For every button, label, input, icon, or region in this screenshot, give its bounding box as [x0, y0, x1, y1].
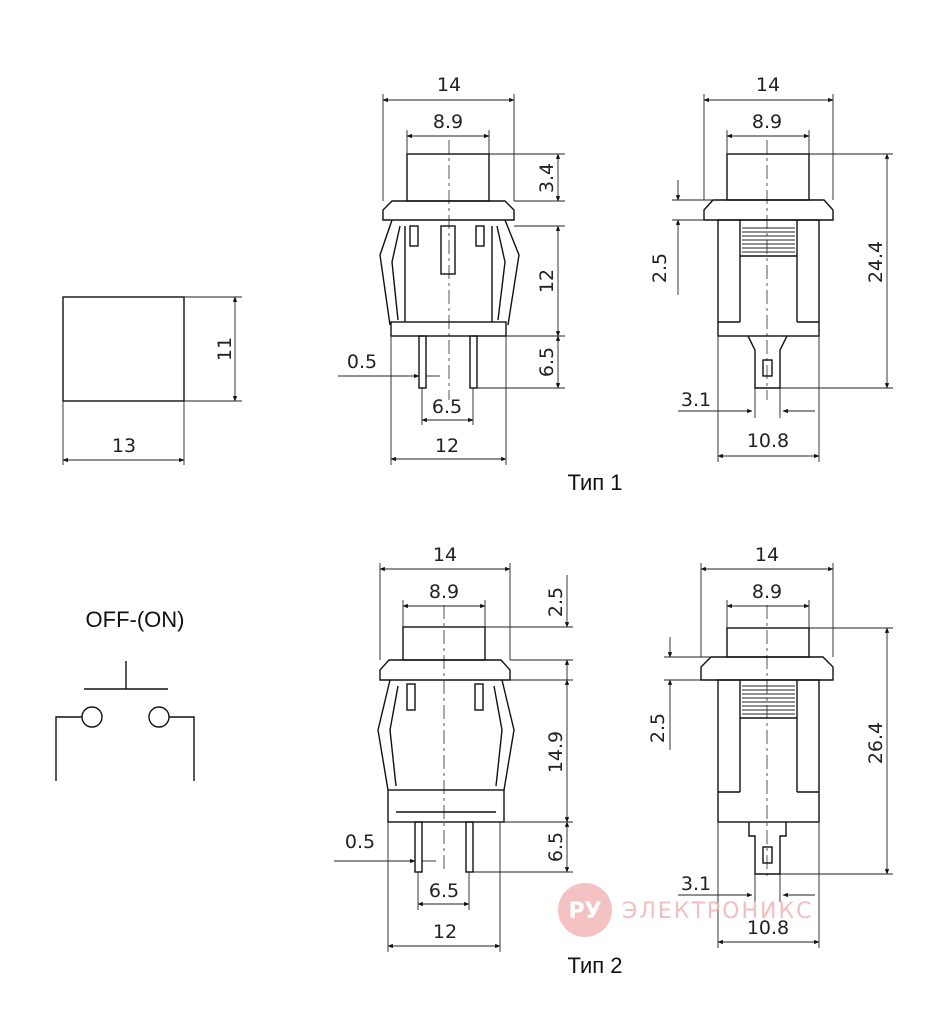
type1-title: Тип 1 [567, 470, 622, 495]
t1-side-flange-gap: 2.5 [649, 253, 671, 283]
t1-side-total-height: 24.4 [865, 241, 887, 283]
t1-side-total-width: 14 [756, 74, 780, 96]
top-view-height-label: 11 [214, 337, 236, 361]
type2-title: Тип 2 [567, 953, 622, 978]
top-view: 11 13 [62, 296, 242, 465]
watermark-text: ЭЛЕКТРОНИКС [622, 899, 813, 924]
switch-schematic: OFF-(ON) [55, 607, 195, 781]
type2-front-view: 14 8.9 2.5 14.9 6.5 0.5 6.5 12 [334, 544, 573, 952]
t1-front-button-width: 8.9 [433, 111, 463, 133]
t2-side-total-height: 26.4 [865, 722, 887, 764]
type1-front-view: 14 8.9 3.4 12 6.5 0.5 6.5 12 [338, 74, 565, 465]
t2-side-flange-gap: 2.5 [647, 713, 669, 743]
t2-front-total-width: 14 [433, 544, 457, 566]
t1-side-button-width: 8.9 [752, 111, 782, 133]
watermark-logo-letters: РУ [568, 899, 601, 924]
t1-side-body-width: 10.8 [747, 430, 789, 452]
t1-front-pin-spacing: 6.5 [432, 396, 462, 418]
type1-side-view: 14 8.9 2.5 24.4 3.1 10.8 [649, 74, 893, 462]
t2-front-button-height: 2.5 [545, 587, 567, 617]
t2-side-pin-offset: 3.1 [681, 873, 711, 895]
t1-front-pin-width: 0.5 [347, 351, 377, 373]
t1-front-button-height: 3.4 [536, 163, 558, 193]
t2-front-pin-length: 6.5 [545, 832, 567, 862]
t2-front-pin-spacing: 6.5 [429, 880, 459, 902]
t1-side-pin-offset: 3.1 [681, 389, 711, 411]
t1-front-body-height: 12 [536, 269, 558, 293]
type2-side-view: 14 8.9 2.5 26.4 3.1 10.8 [647, 544, 893, 948]
t2-side-total-width: 14 [755, 544, 779, 566]
schematic-label: OFF-(ON) [86, 607, 185, 632]
watermark-logo: РУ ЭЛЕКТРОНИКС [558, 883, 813, 937]
t2-side-body-width: 10.8 [747, 917, 789, 939]
t2-front-pin-width: 0.5 [345, 831, 375, 853]
t2-front-body-height: 14.9 [545, 731, 567, 773]
t2-side-button-width: 8.9 [752, 581, 782, 603]
top-view-width-label: 13 [112, 435, 136, 457]
t2-front-body-width: 12 [433, 921, 457, 943]
t2-front-button-width: 8.9 [429, 581, 459, 603]
t1-front-body-width: 12 [435, 435, 459, 457]
t1-front-total-width: 14 [437, 74, 461, 96]
t1-front-pin-length: 6.5 [536, 347, 558, 377]
